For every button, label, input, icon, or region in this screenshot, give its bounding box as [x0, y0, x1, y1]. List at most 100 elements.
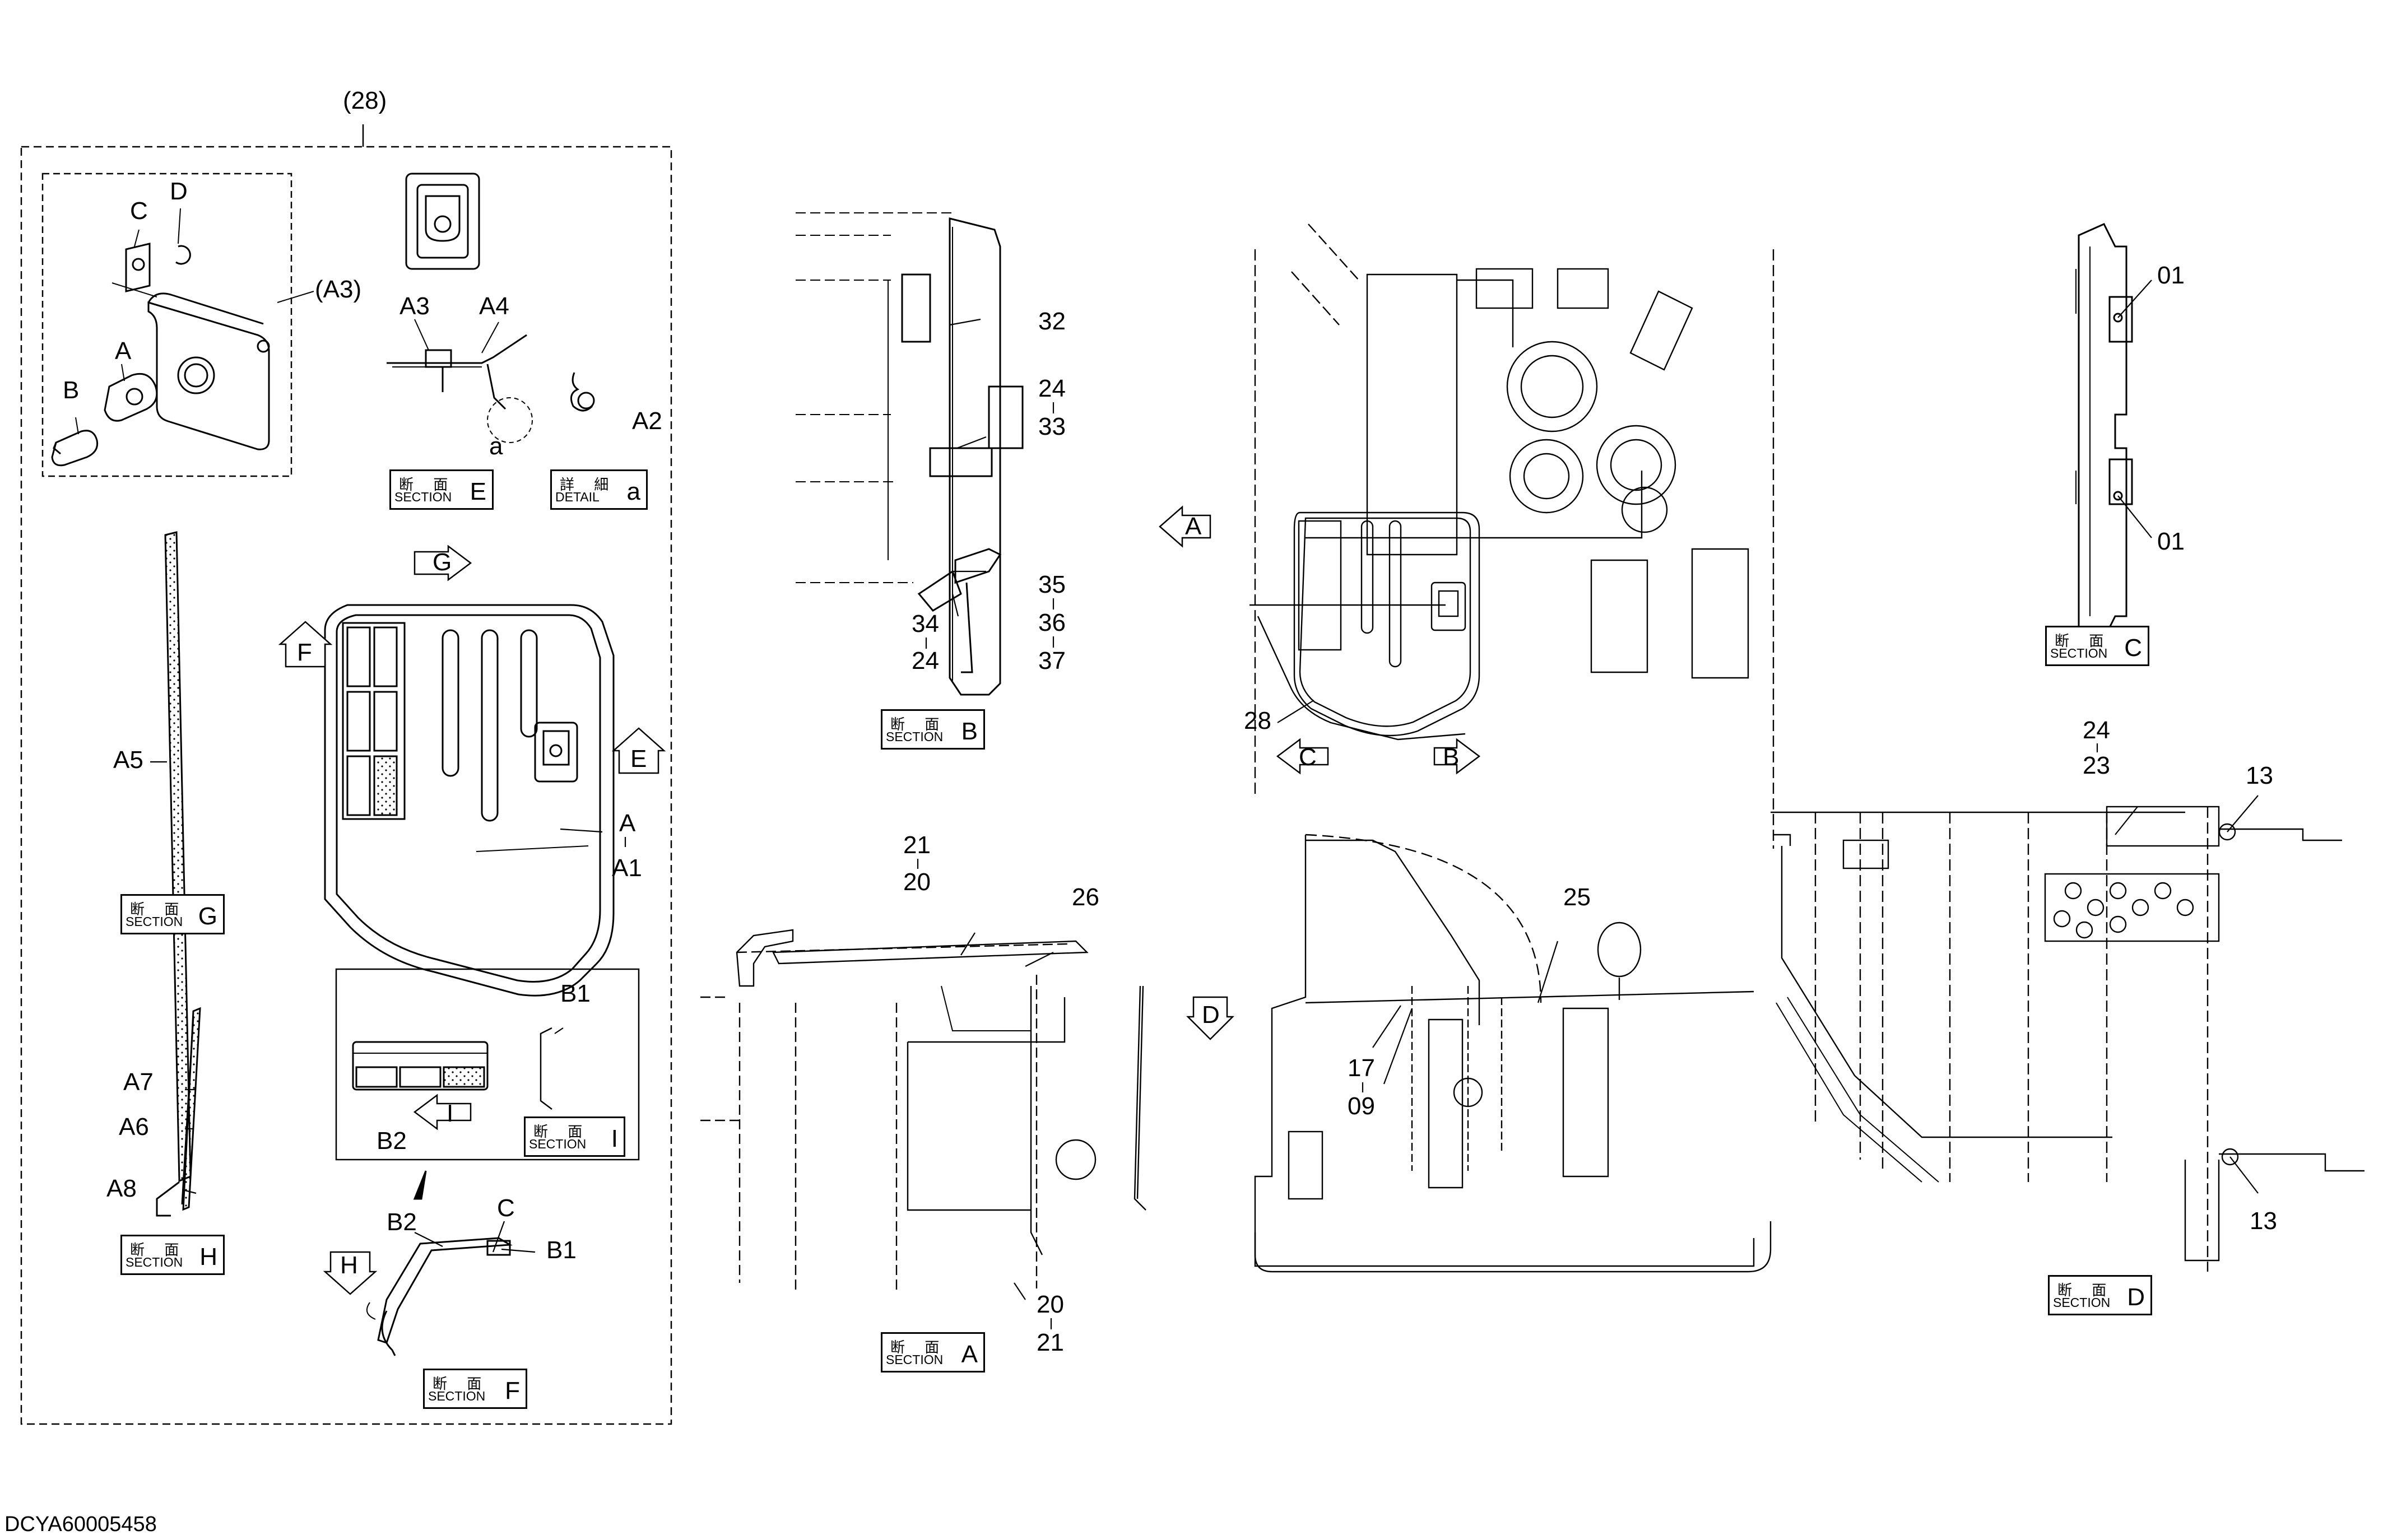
callout-a1: A1	[612, 854, 642, 882]
callout-28: 28	[1244, 707, 1271, 734]
section-letter: B	[961, 718, 978, 745]
callout-36: 36	[1038, 609, 1066, 636]
callout-a4: A4	[479, 292, 509, 320]
section-word: SECTION	[394, 490, 452, 504]
callout-b1-f: B1	[546, 1236, 577, 1264]
section-word: SECTION	[2053, 1295, 2111, 1310]
section-tag-i: 断 面 SECTION I	[524, 1116, 625, 1157]
section-letter: D	[2127, 1283, 2145, 1311]
section-word: SECTION	[529, 1137, 587, 1151]
view-arrow-e	[611, 727, 666, 774]
section-kanji: 断 面	[890, 1339, 947, 1356]
callout-33: 33	[1038, 413, 1066, 440]
callout-13-bottom: 13	[2250, 1207, 2277, 1235]
section-word: SECTION	[886, 729, 944, 744]
view-arrow-g-label: G	[433, 548, 452, 576]
callout-detail-a: a	[489, 432, 503, 460]
detail-word: DETAIL	[555, 490, 600, 504]
callout-b2-f: B2	[387, 1208, 417, 1236]
view-arrow-a	[1159, 505, 1211, 548]
view-arrow-h-label: H	[340, 1251, 358, 1279]
detail-letter: a	[626, 478, 640, 505]
section-tag-d: 断 面 SECTION D	[2048, 1275, 2152, 1315]
callout-26: 26	[1072, 883, 1099, 911]
section-word: SECTION	[886, 1352, 944, 1367]
section-kanji: 断 面	[2057, 1282, 2115, 1299]
seal-strip-a5	[156, 531, 192, 1217]
view-arrow-h	[323, 1251, 378, 1295]
callout-c-f: C	[497, 1194, 515, 1222]
section-kanji: 断 面	[130, 1241, 187, 1258]
plan-view	[1249, 224, 1774, 849]
view-arrow-b	[1433, 738, 1481, 775]
view-arrow-i-label: I	[447, 1100, 454, 1127]
section-a-view	[700, 929, 1146, 1294]
callout-d: D	[170, 178, 188, 205]
callout-24-d: 24	[2083, 717, 2110, 744]
section-e-detail	[387, 173, 595, 443]
group-28-label: (28)	[343, 87, 387, 114]
section-c-view	[2075, 223, 2133, 640]
section-d-right-view	[1771, 806, 2365, 1272]
section-word: SECTION	[2050, 646, 2108, 660]
callout-32: 32	[1038, 308, 1066, 335]
callout-20-top: 20	[903, 868, 931, 896]
callout-34: 34	[912, 610, 939, 638]
section-letter: F	[505, 1377, 520, 1404]
view-arrow-d-label: D	[1202, 1001, 1220, 1029]
callout-a6: A6	[119, 1113, 149, 1141]
view-arrows	[278, 505, 1481, 1295]
strip-section-h	[181, 1007, 201, 1211]
section-tag-c: 断 面 SECTION C	[2045, 626, 2149, 666]
callout-23: 23	[2083, 752, 2110, 779]
callout-a3: A3	[400, 292, 430, 320]
callout-01-bottom: 01	[2157, 528, 2185, 555]
callout-24-b-bottom: 24	[912, 647, 939, 674]
section-word: SECTION	[126, 914, 183, 929]
view-arrow-i	[413, 1094, 472, 1130]
section-tag-g: 断 面 SECTION G	[120, 894, 225, 934]
view-arrow-f-label: F	[297, 639, 312, 666]
callout-13-top: 13	[2246, 762, 2273, 789]
callout-20-bottom: 20	[1037, 1291, 1064, 1318]
section-tag-e: 断 面 SECTION E	[389, 469, 494, 510]
callout-b1-inset: B1	[560, 980, 591, 1007]
section-word: SECTION	[126, 1255, 183, 1269]
callout-a7: A7	[123, 1068, 154, 1096]
detail-kanji: 詳 細	[560, 476, 617, 493]
callout-35: 35	[1038, 571, 1066, 598]
section-tag-b: 断 面 SECTION B	[881, 709, 985, 750]
section-tag-f: 断 面 SECTION F	[423, 1369, 527, 1409]
section-kanji: 断 面	[533, 1123, 591, 1140]
callout-01-top: 01	[2157, 262, 2185, 289]
drawing-code: DCYA60005458	[4, 1513, 157, 1536]
callout-a3-paren: (A3)	[315, 276, 362, 303]
callout-09: 09	[1348, 1092, 1375, 1120]
section-i-inset	[335, 968, 640, 1200]
section-letter: E	[470, 478, 486, 505]
callout-c: C	[130, 197, 148, 225]
section-kanji: 断 面	[2055, 632, 2112, 649]
section-b-view	[796, 212, 1024, 696]
callout-a8: A8	[106, 1175, 137, 1202]
section-f-part	[366, 1237, 513, 1356]
view-arrow-b-label: B	[1443, 743, 1460, 771]
section-d-view	[1254, 834, 1772, 1273]
group-28-frame	[20, 124, 672, 1425]
callout-a: A	[115, 337, 132, 365]
section-letter: I	[611, 1125, 618, 1152]
callout-21-top: 21	[903, 831, 931, 859]
callout-21-bottom: 21	[1037, 1329, 1064, 1356]
section-letter: H	[199, 1243, 217, 1271]
callout-37: 37	[1038, 647, 1066, 674]
view-arrow-c-label: C	[1299, 743, 1317, 771]
section-letter: C	[2124, 634, 2142, 662]
section-kanji: 断 面	[399, 476, 456, 493]
callout-25: 25	[1563, 883, 1591, 911]
section-tag-h: 断 面 SECTION H	[120, 1235, 225, 1275]
callout-a2: A2	[632, 407, 662, 435]
view-arrow-g	[414, 545, 472, 581]
section-letter: A	[961, 1341, 978, 1368]
lock-parts	[51, 208, 314, 467]
